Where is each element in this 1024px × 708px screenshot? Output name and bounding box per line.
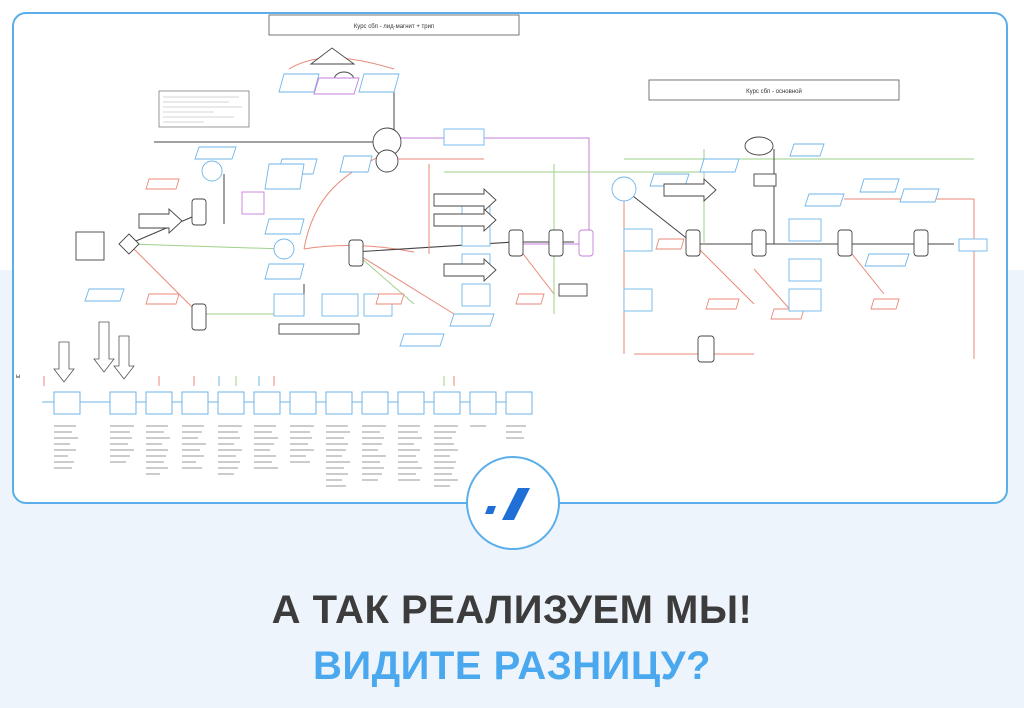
diagram-red-nodes: [145, 178, 900, 320]
logo-badge: [466, 456, 560, 550]
diagram-process-nodes-right: [663, 136, 929, 363]
headline-secondary: ВИДИТЕ РАЗНИЦУ?: [313, 644, 711, 688]
headline-primary: А ТАК РЕАЛИЗУЕМ МЫ!: [271, 588, 753, 632]
note-box: [158, 90, 250, 128]
diagram-frame: Курс сбп - лид-магнит + трип Курс сбп - …: [12, 12, 1008, 504]
diagram-nodes-right: [611, 143, 988, 312]
side-marker: ы: [16, 374, 20, 380]
right-panel-title-box: [648, 79, 900, 101]
right-panel-title: Курс сбп - основной: [746, 88, 802, 95]
timeline-arrows: [53, 321, 135, 383]
diagram-purple-nodes: [241, 77, 594, 257]
left-panel-title: Курс сбп - лид-магнит + трип: [354, 24, 434, 30]
timeline-notes: [54, 425, 526, 487]
left-panel-title-box: [268, 14, 520, 36]
timeline-stages: [53, 391, 533, 415]
diagram-arrows: [138, 187, 497, 283]
note-lines: [163, 96, 242, 123]
funnel-diagram: Курс сбп - лид-магнит + трип Курс сбп - …: [16, 14, 988, 487]
slash-logo-icon: [485, 488, 530, 520]
diagram-nodes-left: [84, 73, 495, 347]
